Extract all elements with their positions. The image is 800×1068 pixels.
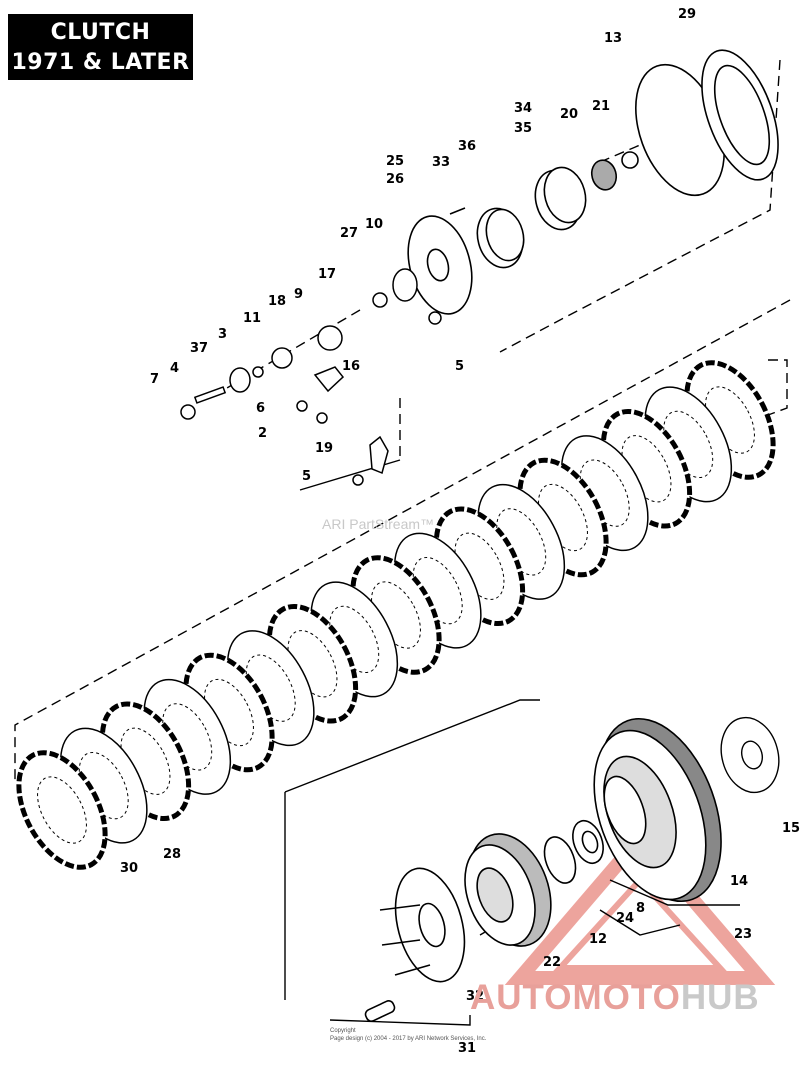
title-line-1: CLUTCH bbox=[50, 20, 151, 45]
callout-8: 8 bbox=[636, 901, 645, 916]
callout-13: 13 bbox=[604, 31, 622, 46]
brand-watermark: AUTOMOTOHUB bbox=[470, 978, 760, 1018]
callout-15: 15 bbox=[782, 821, 800, 836]
plate-inner-teeth bbox=[37, 776, 87, 844]
brand-part-1: AUTOMOTO bbox=[470, 978, 681, 1017]
callout-10: 10 bbox=[365, 217, 383, 232]
friction-plate bbox=[16, 750, 108, 870]
callout-19: 19 bbox=[315, 441, 333, 456]
copyright-notice: Copyright Page design (c) 2004 - 2017 by… bbox=[330, 1027, 486, 1043]
clutch-plate-stack bbox=[16, 360, 776, 870]
plate-inner-teeth bbox=[621, 435, 672, 503]
callout-21: 21 bbox=[592, 99, 610, 114]
callout-3: 3 bbox=[218, 327, 227, 342]
callout-36: 36 bbox=[458, 139, 476, 154]
brand-logo-triangle bbox=[504, 827, 776, 985]
callout-22: 22 bbox=[543, 955, 561, 970]
plate-inner-teeth bbox=[538, 483, 588, 552]
plate-inner-teeth bbox=[496, 508, 547, 576]
callout-2: 2 bbox=[258, 426, 267, 441]
callout-28: 28 bbox=[163, 847, 181, 862]
callout-17: 17 bbox=[318, 267, 336, 282]
plate-inner-teeth bbox=[371, 581, 421, 649]
callout-5: 5 bbox=[302, 469, 311, 484]
callout-29: 29 bbox=[678, 7, 696, 22]
plate-inner-teeth bbox=[663, 410, 714, 479]
callout-11: 11 bbox=[243, 311, 261, 326]
watermark-text: ARI PartStream™ bbox=[322, 516, 435, 532]
brand-part-2: HUB bbox=[680, 978, 760, 1017]
callout-31: 31 bbox=[458, 1041, 476, 1056]
bracket-lines bbox=[284, 459, 740, 1026]
callout-6: 6 bbox=[256, 401, 265, 416]
plate-inner-teeth bbox=[78, 751, 129, 820]
inner-hub bbox=[464, 833, 552, 947]
callout-20: 20 bbox=[560, 107, 578, 122]
callout-34: 34 bbox=[514, 101, 532, 116]
sprocket-plate bbox=[720, 716, 780, 794]
diagram-title-box: CLUTCH 1971 & LATER bbox=[8, 14, 193, 80]
callout-7: 7 bbox=[150, 372, 159, 387]
plate-inner-teeth bbox=[579, 459, 630, 527]
callout-5: 5 bbox=[455, 359, 464, 374]
title-line-2: 1971 & LATER bbox=[11, 50, 190, 75]
clutch-spring-pressure-plate bbox=[407, 49, 779, 315]
plate-inner-teeth bbox=[120, 727, 171, 795]
plate-inner-teeth bbox=[245, 654, 296, 722]
copyright-line-2: Page design (c) 2004 - 2017 by ARI Netwo… bbox=[330, 1036, 487, 1042]
release-small-parts bbox=[180, 207, 466, 486]
callout-16: 16 bbox=[342, 359, 360, 374]
callout-33: 33 bbox=[432, 155, 450, 170]
callout-27: 27 bbox=[340, 226, 358, 241]
copyright-line-1: Copyright bbox=[330, 1028, 356, 1034]
callout-12: 12 bbox=[589, 932, 607, 947]
plate-inner-teeth bbox=[329, 605, 380, 674]
plate-inner-teeth bbox=[287, 630, 338, 698]
callout-4: 4 bbox=[170, 361, 179, 376]
callout-37: 37 bbox=[190, 341, 208, 356]
callout-14: 14 bbox=[730, 874, 748, 889]
callout-26: 26 bbox=[386, 172, 404, 187]
clutch-shell-drum bbox=[593, 717, 722, 903]
plate-inner-teeth bbox=[454, 532, 505, 600]
callout-30: 30 bbox=[120, 861, 138, 876]
plate-inner-teeth bbox=[412, 556, 463, 625]
callout-9: 9 bbox=[294, 287, 303, 302]
retaining-ring-and-bearing bbox=[543, 819, 604, 884]
callout-35: 35 bbox=[514, 121, 532, 136]
callout-24: 24 bbox=[616, 911, 634, 926]
plate-inner-teeth bbox=[162, 703, 213, 771]
plate-inner-teeth bbox=[204, 678, 254, 747]
plate-inner-teeth bbox=[705, 386, 755, 454]
callout-23: 23 bbox=[734, 927, 752, 942]
callout-18: 18 bbox=[268, 294, 286, 309]
hub-plate-with-studs bbox=[364, 867, 466, 1022]
callout-25: 25 bbox=[386, 154, 404, 169]
callout-32: 32 bbox=[466, 989, 484, 1004]
